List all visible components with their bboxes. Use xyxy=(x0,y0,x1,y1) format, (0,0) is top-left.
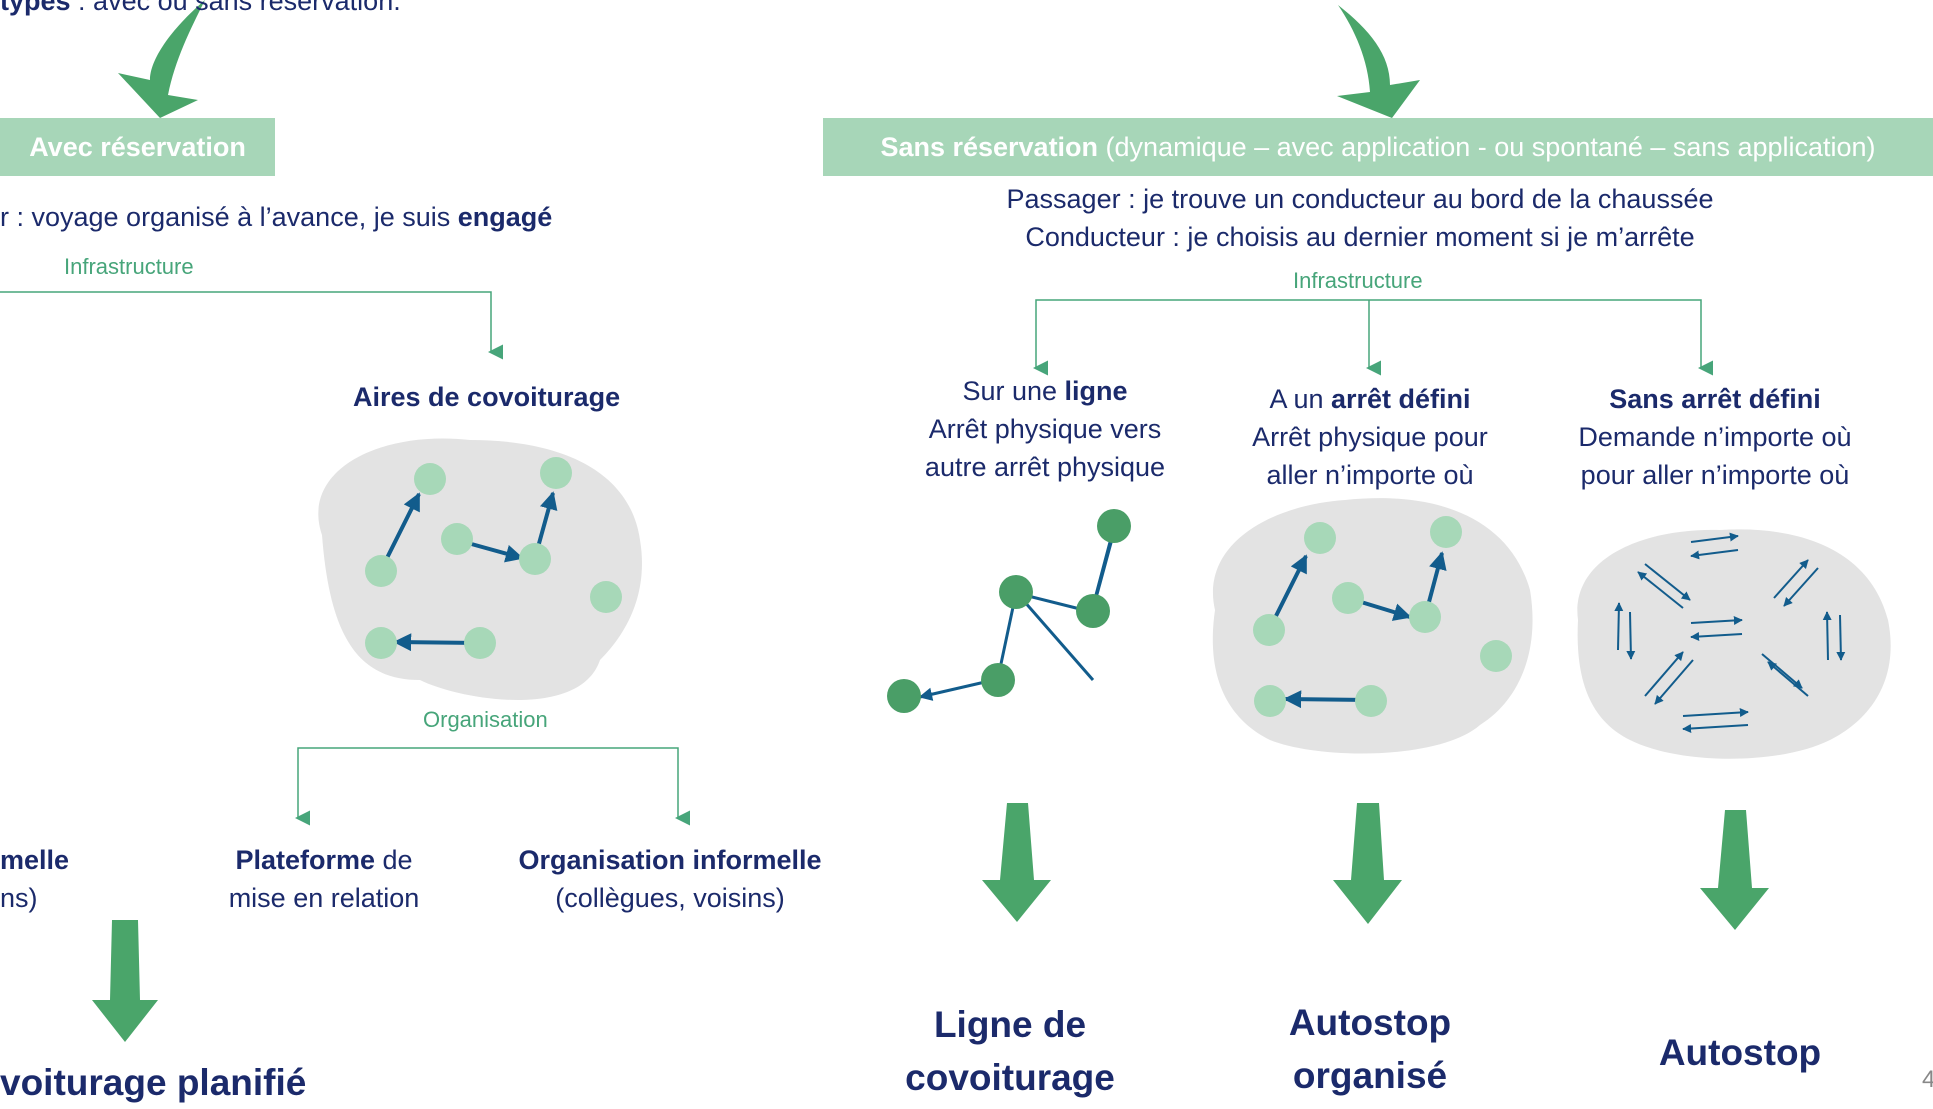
down-arrow-left xyxy=(92,920,158,1042)
item2-rest: de xyxy=(375,845,413,875)
left-org-connector xyxy=(295,747,690,826)
item2-bold: Plateforme xyxy=(235,845,375,875)
page-number: 4 xyxy=(1922,1066,1933,1093)
arret-defini-blob xyxy=(1212,498,1533,754)
aires-blob xyxy=(318,438,642,700)
left-infra-label: Infrastructure xyxy=(64,254,194,279)
right-description: Passager : je trouve un conducteur au bo… xyxy=(960,180,1760,256)
item3-text: Organisation informelle (collègues, vois… xyxy=(500,841,840,917)
item1-line2: ns) xyxy=(0,883,38,913)
col3-line3: pour aller n’importe où xyxy=(1580,460,1850,490)
sans-reservation-text: Sans réservation (dynamique – avec appli… xyxy=(880,132,1875,163)
top-partial-text: types : avec ou sans réservation. xyxy=(0,0,401,17)
ligne-graph xyxy=(887,509,1131,713)
avec-reservation-label: Avec réservation xyxy=(29,131,246,162)
sans-arret-blob xyxy=(1577,529,1891,759)
item2-line2: mise en relation xyxy=(228,883,420,913)
result-autostop: Autostop xyxy=(1658,1032,1822,1073)
left-subtitle: r : voyage organisé à l’avance, je suis … xyxy=(0,198,552,236)
sans-reservation-bold: Sans réservation xyxy=(880,131,1099,162)
col2-line1: A un arrêt défini xyxy=(1225,380,1515,418)
item2-line1: Plateforme de xyxy=(214,841,434,879)
right-infra-label: Infrastructure xyxy=(1293,268,1423,293)
item2-text: Plateforme de mise en relation xyxy=(214,841,434,917)
curved-arrow-right xyxy=(1337,5,1420,118)
curved-arrow-left xyxy=(118,0,205,118)
driver-line: Conducteur : je choisis au dernier momen… xyxy=(1025,222,1695,252)
col1-text: Sur une ligne Arrêt physique vers autre … xyxy=(900,372,1190,486)
item3-line2: (collègues, voisins) xyxy=(555,883,785,913)
aires-label: Aires de covoiturage xyxy=(353,382,621,412)
result-ligne: Ligne de covoiturage xyxy=(880,998,1140,1104)
col2-prefix: A un xyxy=(1269,384,1331,414)
top-partial-rest: : avec ou sans réservation. xyxy=(70,0,401,16)
col3-bold: Sans arrêt défini xyxy=(1609,384,1821,414)
down-arrow-col1 xyxy=(982,803,1051,922)
left-result: voiturage planifié xyxy=(0,1062,307,1103)
col1-line3: autre arrêt physique xyxy=(924,452,1166,482)
down-arrow-col2 xyxy=(1333,803,1402,924)
item1-line1: melle xyxy=(0,845,70,875)
col1-prefix: Sur une xyxy=(962,376,1065,406)
left-org-label: Organisation xyxy=(423,707,548,732)
left-subtitle-prefix: r : voyage organisé à l’avance, je suis xyxy=(0,202,458,232)
left-subtitle-bold: engagé xyxy=(457,202,553,232)
col1-bold: ligne xyxy=(1064,376,1128,406)
col2-line3: aller n’importe où xyxy=(1266,460,1474,490)
passenger-line: Passager : je trouve un conducteur au bo… xyxy=(1006,184,1714,214)
col2-line2: Arrêt physique pour xyxy=(1252,422,1488,452)
item3-line1: Organisation informelle xyxy=(518,845,822,875)
sans-reservation-header: Sans réservation (dynamique – avec appli… xyxy=(823,118,1933,176)
col2-text: A un arrêt défini Arrêt physique pour al… xyxy=(1225,380,1515,494)
col3-line2: Demande n’importe où xyxy=(1578,422,1852,452)
col1-line2: Arrêt physique vers xyxy=(928,414,1162,444)
result-autostop-line2: organisé xyxy=(1292,1055,1448,1096)
right-infra-connector xyxy=(1033,299,1713,376)
col3-text: Sans arrêt défini Demande n’importe où p… xyxy=(1545,380,1885,494)
result-autostop-organise: Autostop organisé xyxy=(1240,996,1500,1102)
down-arrow-col3 xyxy=(1700,810,1769,930)
top-partial-bold: types xyxy=(0,0,71,16)
col1-line1: Sur une ligne xyxy=(900,372,1190,410)
result-ligne-line1: Ligne de xyxy=(933,1004,1087,1045)
col2-bold: arrêt défini xyxy=(1331,384,1471,414)
avec-reservation-header: Avec réservation xyxy=(0,118,275,176)
result-ligne-line2: covoiturage xyxy=(905,1057,1115,1098)
sans-reservation-rest: (dynamique – avec application - ou spont… xyxy=(1098,131,1876,162)
result-autostop-line1: Autostop xyxy=(1288,1002,1452,1043)
left-infra-connector xyxy=(0,291,503,360)
item1-text: melle ns) xyxy=(0,841,69,917)
